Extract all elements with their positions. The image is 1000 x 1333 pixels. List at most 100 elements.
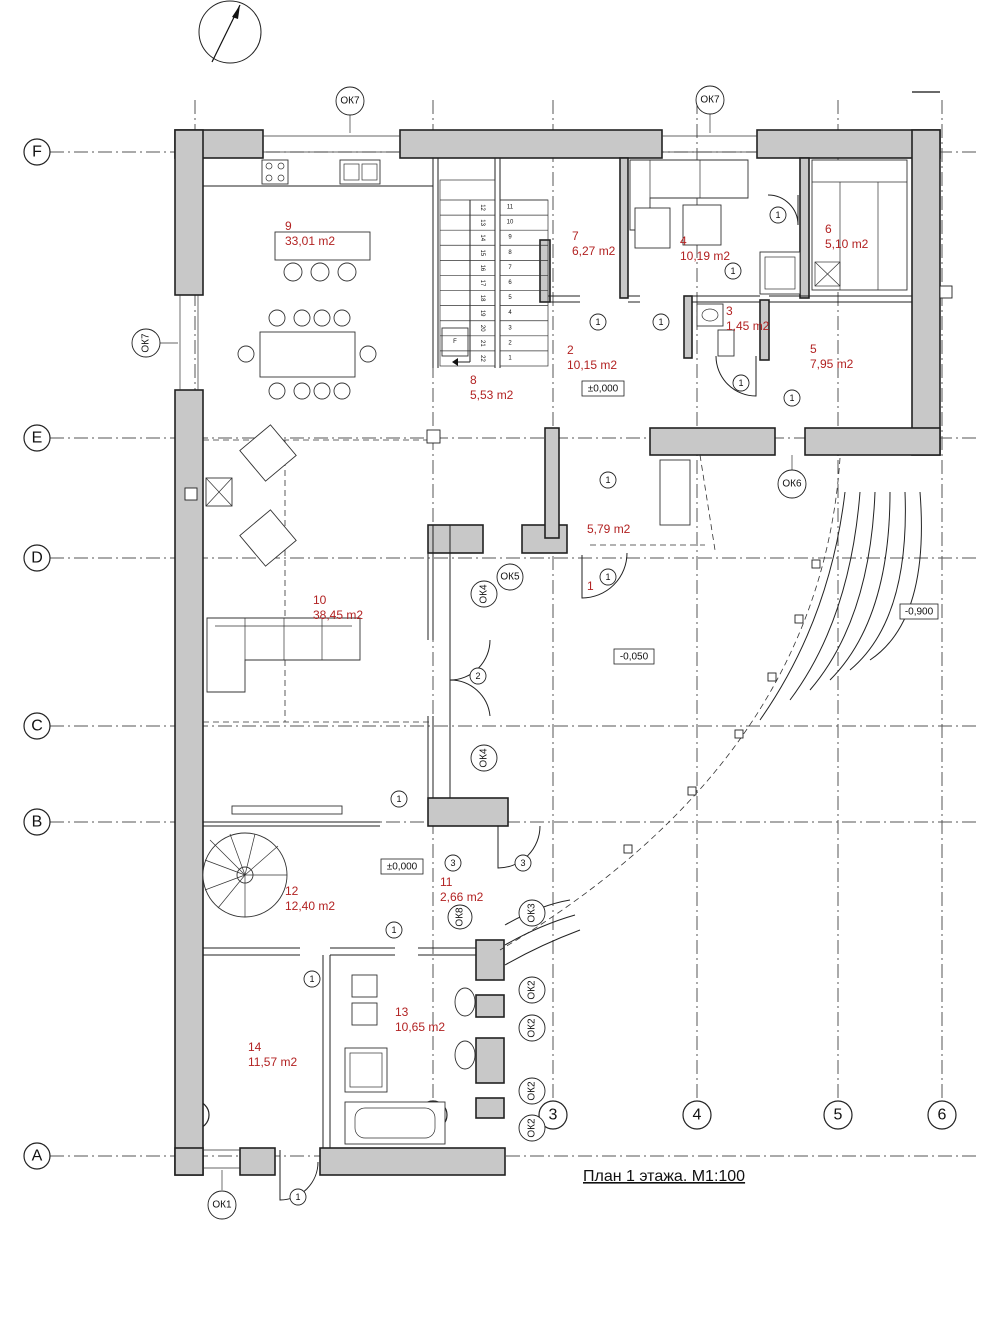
- fireplace: [231, 805, 343, 815]
- window-mark-ok3: ОК3: [518, 899, 546, 927]
- window-mark-ok4-upper: ОК4: [470, 580, 498, 608]
- stair-step-number: 3: [508, 325, 512, 331]
- room-8-number: 8: [470, 373, 477, 387]
- door-mark: 3: [514, 854, 532, 872]
- level-steps: -0,900: [905, 607, 934, 618]
- room-1-area: 5,79 m2: [587, 522, 631, 536]
- axis-bubble-A: A: [23, 1142, 51, 1170]
- svg-text:ОК3: ОК3: [527, 903, 538, 923]
- axis-bubble-E: E: [23, 424, 51, 452]
- axis-label-F: F: [32, 144, 42, 161]
- svg-text:ОК4: ОК4: [479, 748, 490, 768]
- window-mark-ok2: ОК2: [518, 1114, 546, 1142]
- axis-bubble-F: F: [23, 138, 51, 166]
- svg-text:1: 1: [789, 393, 794, 403]
- room-7-number: 7: [572, 229, 579, 243]
- window-marks: ОК7 ОК7 ОК7 ОК6 ОК5 ОК4 ОК4 ОК8 ОК3 ОК2 …: [131, 85, 807, 1220]
- stair-step-number: 20: [479, 325, 485, 332]
- axis-label-4: 4: [693, 1107, 702, 1124]
- svg-text:1: 1: [391, 925, 396, 935]
- window-mark-ok1: ОК1: [207, 1170, 237, 1220]
- stair-step-number: 15: [479, 249, 485, 256]
- room-10-number: 10: [313, 593, 327, 607]
- svg-text:1: 1: [595, 317, 600, 327]
- window-mark-ok8: ОК8: [447, 904, 473, 930]
- svg-text:ОК7: ОК7: [340, 96, 360, 107]
- svg-text:1: 1: [396, 794, 401, 804]
- axis-label-B: B: [32, 814, 43, 831]
- svg-text:1: 1: [658, 317, 663, 327]
- axis-label-C: C: [31, 718, 43, 735]
- axis-bubble-4: 4: [682, 1100, 712, 1130]
- svg-text:ОК2: ОК2: [527, 1018, 538, 1038]
- door-mark: 1: [783, 389, 801, 407]
- room-9-number: 9: [285, 219, 292, 233]
- room-11-area: 2,66 m2: [440, 890, 484, 904]
- room-2-area: 10,15 m2: [567, 358, 617, 372]
- door-mark: 1: [652, 313, 670, 331]
- stair-step-number: 12: [479, 204, 485, 211]
- stair-step-number: 10: [507, 220, 514, 226]
- window-mark-ok7-left: ОК7: [131, 328, 178, 358]
- room-6-number: 6: [825, 222, 832, 236]
- door-mark: 1: [599, 471, 617, 489]
- door-mark: 1: [289, 1188, 307, 1206]
- level-lower: ±0,000: [387, 862, 418, 873]
- axis-label-D: D: [31, 550, 43, 567]
- svg-text:3: 3: [520, 858, 525, 868]
- corner-sofa: [206, 617, 361, 693]
- sauna-fixtures: [759, 159, 908, 295]
- door-mark: 3: [444, 854, 462, 872]
- room-3-number: 3: [726, 304, 733, 318]
- room-13-number: 13: [395, 1005, 409, 1019]
- room-12-number: 12: [285, 884, 299, 898]
- svg-text:ОК5: ОК5: [500, 572, 520, 583]
- axis-bubble-D: D: [23, 544, 51, 572]
- stair-step-number: 5: [508, 295, 512, 301]
- svg-text:2: 2: [475, 671, 480, 681]
- beam-lines: [203, 439, 716, 723]
- window-mark-ok2: ОК2: [518, 1077, 546, 1105]
- svg-text:ОК7: ОК7: [141, 333, 152, 353]
- door-mark: 1: [732, 374, 750, 392]
- door-mark: 1: [769, 206, 787, 224]
- door-mark: 1: [599, 568, 617, 586]
- room-5-number: 5: [810, 342, 817, 356]
- svg-text:1: 1: [775, 210, 780, 220]
- stair-step-number: 8: [508, 250, 512, 256]
- room-14-number: 14: [248, 1040, 262, 1054]
- svg-text:ОК2: ОК2: [527, 1118, 538, 1138]
- axis-bubble-B: B: [23, 808, 51, 836]
- room-12-area: 12,40 m2: [285, 899, 335, 913]
- window-openings: [179, 135, 757, 1169]
- svg-text:1: 1: [295, 1192, 300, 1202]
- room4-sofas: [629, 159, 749, 249]
- stair-step-number: 7: [508, 265, 512, 271]
- window-mark-ok4-lower: ОК4: [470, 744, 498, 772]
- room-4-area: 10,19 m2: [680, 249, 730, 263]
- room-9-area: 33,01 m2: [285, 234, 335, 248]
- svg-text:1: 1: [738, 378, 743, 388]
- stair-step-number: 13: [479, 219, 485, 226]
- stair-step-number: 9: [508, 235, 512, 241]
- door-mark: 1: [724, 262, 742, 280]
- stair-step-number: 21: [479, 340, 485, 347]
- room-14-area: 11,57 m2: [248, 1055, 297, 1069]
- window-mark-ok6: ОК6: [777, 455, 807, 499]
- axis-bubble-C: C: [23, 712, 51, 740]
- stair-step-number: 4: [508, 310, 512, 316]
- room-4-number: 4: [680, 234, 687, 248]
- stair-step-number: 19: [479, 310, 485, 317]
- level-hall: ±0,000: [588, 384, 619, 395]
- wc-fixtures: [696, 303, 735, 357]
- dining-table: [237, 309, 377, 400]
- stair-landing-label: F: [453, 339, 457, 345]
- svg-text:ОК8: ОК8: [455, 907, 466, 927]
- spiral-stair: [202, 832, 288, 918]
- window-mark-ok7-top-right: ОК7: [695, 85, 725, 133]
- room-13-area: 10,65 m2: [395, 1020, 445, 1034]
- window-mark-ok2: ОК2: [518, 1014, 546, 1042]
- plan-title: План 1 этажа. М1:100: [583, 1168, 745, 1185]
